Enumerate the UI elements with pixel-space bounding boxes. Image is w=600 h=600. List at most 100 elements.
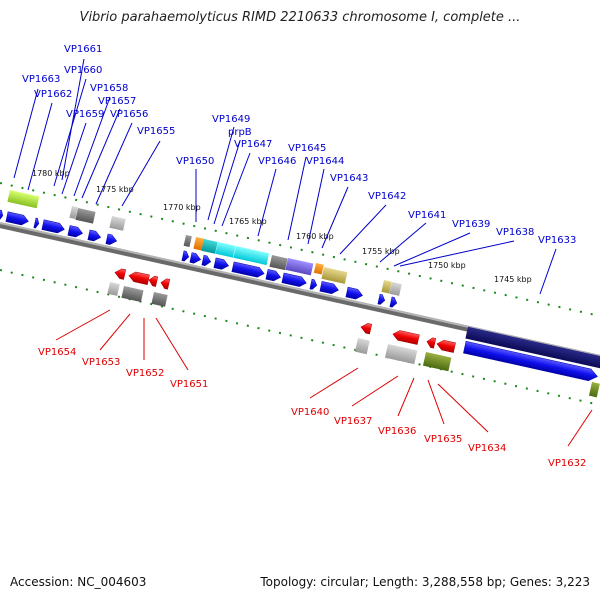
gene-label: VP1659 <box>66 109 104 120</box>
forward-gene-arrow <box>309 278 318 290</box>
forward-gene-arrow <box>213 257 229 270</box>
leader-line <box>427 379 445 425</box>
gene-label: VP1636 <box>378 426 416 437</box>
leader-line <box>379 222 427 263</box>
forward-gene-arrow <box>0 209 4 221</box>
map-title: Vibrio parahaemolyticus RIMD 2210633 chr… <box>79 10 521 25</box>
forward-gene-arrow <box>345 286 363 300</box>
gene-label: VP1632 <box>548 458 586 469</box>
gene-feature-block <box>109 216 126 231</box>
gene-label: VP1642 <box>368 191 406 202</box>
forward-gene-arrow <box>181 250 190 262</box>
gene-feature-block <box>285 258 314 276</box>
forward-gene-arrow <box>281 272 307 287</box>
leader-line <box>539 248 557 295</box>
forward-gene-arrow <box>463 340 598 381</box>
leader-line <box>351 375 399 407</box>
leader-line <box>393 232 471 267</box>
accession-info: Accession: NC_004603 <box>10 575 147 589</box>
leader-line <box>81 108 121 199</box>
gene-label: prpB <box>228 127 252 138</box>
gene-label: VP1661 <box>64 44 102 55</box>
gene-label: VP1641 <box>408 210 446 221</box>
gene-feature-block <box>233 246 270 266</box>
gene-label: VP1640 <box>291 407 329 418</box>
leader-line <box>95 122 133 205</box>
gene-feature-block <box>69 206 78 220</box>
gene-label: VP1649 <box>212 114 250 125</box>
leader-line <box>287 156 307 241</box>
gene-feature-block <box>121 286 144 303</box>
reverse-gene-arrow <box>392 330 420 345</box>
forward-gene-arrow <box>5 211 29 226</box>
forward-gene-arrow <box>105 233 118 245</box>
gene-feature-block <box>354 338 370 355</box>
gene-label: VP1633 <box>538 235 576 246</box>
gene-feature-block <box>75 208 96 224</box>
forward-gene-arrow <box>67 225 83 238</box>
gene-feature-block <box>183 235 192 248</box>
gene-feature-block <box>422 352 452 372</box>
reverse-gene-arrow <box>114 268 127 280</box>
gene-label: VP1651 <box>170 379 208 390</box>
leader-line <box>397 377 415 417</box>
forward-gene-arrow <box>265 269 281 282</box>
gene-label: VP1660 <box>64 65 102 76</box>
forward-gene-arrow <box>41 219 65 234</box>
gene-label: VP1657 <box>98 96 136 107</box>
leader-line <box>309 367 359 399</box>
reverse-gene-arrow <box>436 339 456 353</box>
gene-label: VP1644 <box>306 156 344 167</box>
gene-label: VP1645 <box>288 143 326 154</box>
leader-line <box>73 96 111 197</box>
leader-line <box>121 140 161 207</box>
gene-labels: VP1661VP1663VP1660VP1662VP1658VP1657VP16… <box>22 44 586 469</box>
scale-tick-label: 1745 kbp <box>494 275 532 284</box>
scale-tick-label: 1780 kbp <box>32 169 70 178</box>
forward-gene-block <box>465 326 600 369</box>
gene-label: VP1653 <box>82 357 120 368</box>
leader-line <box>27 102 53 191</box>
leader-line <box>339 204 387 255</box>
gene-feature-block <box>7 190 40 209</box>
gene-feature-block <box>588 382 600 398</box>
leader-line <box>53 78 87 187</box>
gene-feature-block <box>107 282 120 296</box>
leader-line <box>567 409 593 447</box>
leader-line <box>61 58 85 181</box>
feature-blocks <box>7 190 600 398</box>
leader-line <box>61 122 87 195</box>
gene-label: VP1647 <box>234 139 272 150</box>
reverse-gene-arrow <box>426 337 437 349</box>
gene-label: VP1652 <box>126 368 164 379</box>
scale-tick-label: 1775 kbp <box>96 185 134 194</box>
forward-gene-arrow <box>33 217 40 229</box>
gene-label: VP1662 <box>34 89 72 100</box>
forward-gene-arrow <box>201 254 212 266</box>
leader-line <box>257 168 277 237</box>
gene-label: VP1654 <box>38 347 76 358</box>
reverse-gene-arrow <box>128 271 150 286</box>
gene-label: VP1634 <box>468 443 506 454</box>
scale-tick-label: 1755 kbp <box>362 247 400 256</box>
forward-gene-arrow <box>189 252 202 264</box>
gene-feature-block <box>321 267 348 284</box>
gene-label: VP1635 <box>424 434 462 445</box>
leader-line <box>55 309 111 341</box>
gene-feature-block <box>313 263 324 275</box>
gene-label: VP1656 <box>110 109 148 120</box>
reverse-gene-arrow <box>360 323 373 335</box>
gene-label: VP1643 <box>330 173 368 184</box>
upper-tick-track <box>0 182 600 317</box>
gene-feature-block <box>201 239 218 254</box>
reverse-gene-arrow <box>160 278 171 290</box>
leader-line <box>13 88 39 179</box>
gene-label: VP1658 <box>90 83 128 94</box>
gene-feature-block <box>215 242 236 258</box>
gene-label: VP1638 <box>496 227 534 238</box>
forward-gene-arrow <box>231 261 265 278</box>
gene-feature-block <box>389 282 402 296</box>
scale-tick-label: 1750 kbp <box>428 261 466 270</box>
gene-feature-block <box>384 344 418 365</box>
